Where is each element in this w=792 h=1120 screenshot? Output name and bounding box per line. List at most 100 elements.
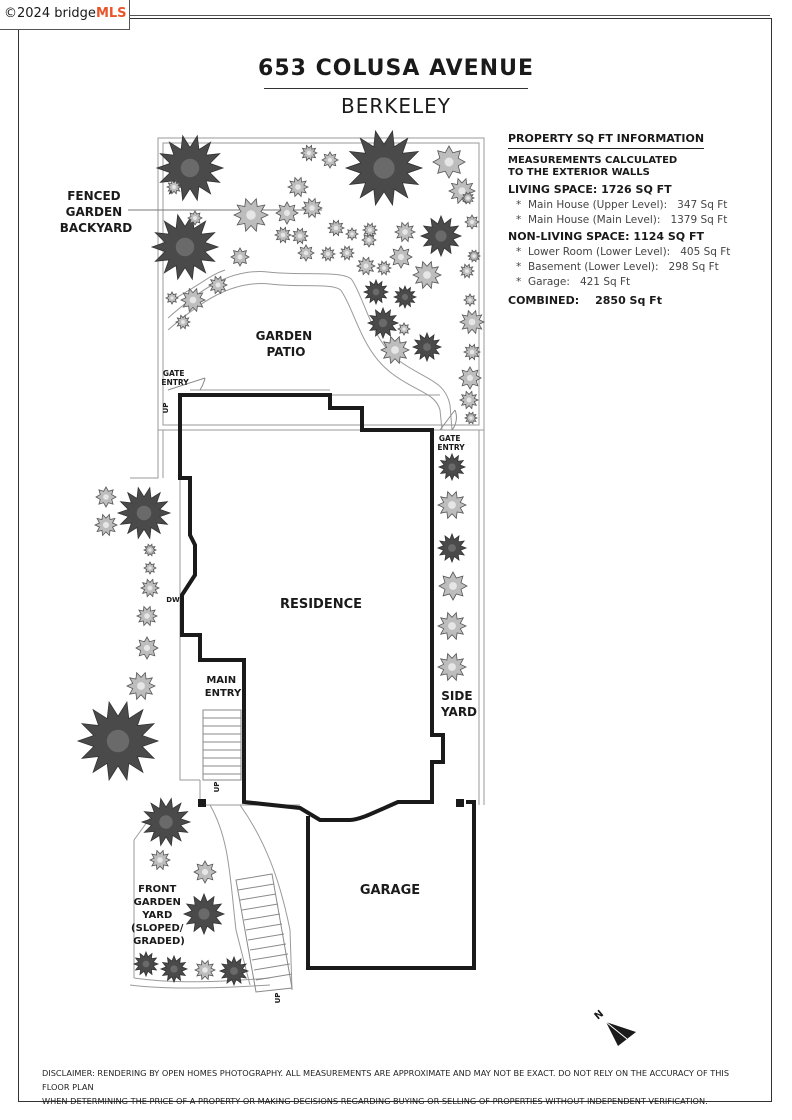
plant-icon-center [367, 238, 371, 242]
plant-icon-center [391, 346, 399, 354]
watermark-brand: MLS [95, 6, 127, 21]
plant-icon-center [303, 250, 309, 256]
plant-icon-center [469, 349, 475, 355]
nonliving-item-value: 421 Sq Ft [579, 276, 631, 288]
plant-icon-center [345, 251, 349, 255]
residence-label: RESIDENCE [280, 597, 362, 612]
plant-icon-center [444, 157, 454, 167]
nonliving-item-label: Basement (Lower Level): [527, 261, 659, 273]
plant-icon-center [327, 157, 333, 163]
front-yard-line: FRONT [138, 884, 176, 895]
plant-icon-center [350, 232, 354, 236]
disclaimer: DISCLAIMER: RENDERING BY OPEN HOMES PHOT… [42, 1066, 752, 1108]
plant-icon-center [423, 271, 431, 279]
sqft-info-panel: PROPERTY SQ FT INFORMATION MEASUREMENTS … [508, 132, 768, 307]
shrub-icon-center [170, 965, 178, 973]
plant-icon-center [181, 320, 185, 324]
watermark-rule [130, 15, 770, 16]
tree-icon-center [180, 158, 200, 178]
plant-icon-center [309, 205, 315, 211]
plant-icon-center [402, 229, 408, 235]
tree-icon-center [373, 157, 395, 179]
plant-icon-center [148, 548, 152, 552]
main-entry-stairs [202, 709, 242, 781]
front-garden-stairs [235, 873, 293, 993]
gate-label-line: ENTRY [161, 378, 189, 387]
sqft-note-line2: TO THE EXTERIOR WALLS [508, 167, 650, 178]
plant-icon-center [297, 233, 303, 239]
disclaimer-line2: WHEN DETERMINING THE PRICE OF A PROPERTY… [42, 1096, 708, 1106]
plant-icon-center [170, 296, 174, 300]
plant-icon-center [326, 252, 330, 256]
city-subtitle: BERKELEY [340, 94, 451, 118]
plant-icon-center [448, 622, 456, 630]
side-yard-label: SIDE YARD [440, 689, 477, 719]
nonliving-item-label: Lower Room (Lower Level): [527, 246, 671, 258]
up-label: UP [213, 782, 221, 793]
plant-icon-center [448, 501, 456, 509]
wall-post [456, 799, 464, 807]
shrub-icon-center [378, 318, 388, 328]
plant-icon-center [189, 296, 197, 304]
garage-walls [306, 800, 476, 970]
fenced-label-line: GARDEN [66, 205, 123, 219]
gate-label-line: GATE [163, 369, 185, 378]
plant-icon-center [466, 374, 474, 382]
fenced-garden-label: FENCED GARDEN BACKYARD [60, 189, 133, 235]
plant-icon-center [306, 150, 312, 156]
gate-entry-left-label: GATE ENTRY [161, 369, 189, 387]
plant-icon-center [202, 967, 208, 973]
sqft-note-line1: MEASUREMENTS CALCULATED [508, 155, 678, 166]
gate-entry-right-label: GATE ENTRY [437, 434, 465, 452]
page-title: 653 COLUSA AVENUE [258, 56, 534, 81]
plant-icon-center [143, 644, 151, 652]
plant-icon-center [193, 216, 197, 220]
shrub-icon-center [423, 343, 431, 351]
side-yard-line: SIDE [441, 689, 472, 703]
left-gate-icon [167, 377, 206, 391]
plant-icon-center [237, 254, 243, 260]
nonliving-item: * Basement (Lower Level):298 Sq Ft [516, 261, 719, 273]
plant-icon-center [458, 187, 466, 195]
title-rule [264, 88, 528, 89]
combined-value: 2850 Sq Ft [595, 294, 662, 307]
fenced-label-line: FENCED [67, 189, 120, 203]
living-item-label: Main House (Main Level): [527, 214, 661, 226]
watermark-prefix: ©2024 bridge [4, 6, 96, 21]
plant-icon-center [468, 318, 476, 326]
front-yard-line: GARDEN [134, 897, 181, 908]
living-item-value: 347 Sq Ft [677, 199, 728, 211]
main-entry-label: MAIN ENTRY [205, 675, 242, 699]
nonliving-item-value: 298 Sq Ft [668, 261, 719, 273]
shrub-icon-center [448, 463, 456, 471]
living-space-title: LIVING SPACE: 1726 SQ FT [508, 183, 672, 196]
patio-label-line: PATIO [267, 345, 306, 359]
dishwasher-label: DW [166, 596, 180, 604]
plant-icon-center [397, 253, 405, 261]
tree-icon-center [136, 505, 152, 521]
page-frame [18, 18, 772, 1102]
sqft-info-heading: PROPERTY SQ FT INFORMATION [508, 132, 705, 149]
side-yard-line: YARD [440, 705, 477, 719]
shrub-icon-center [372, 288, 380, 296]
plant-icon-center [469, 416, 473, 420]
plant-icon-center [448, 663, 456, 671]
patio-label-line: GARDEN [256, 329, 313, 343]
residence-walls [178, 393, 445, 822]
nonliving-item: * Lower Room (Lower Level):405 Sq Ft [516, 246, 731, 258]
shrub-icon-center [142, 960, 150, 968]
shrub-icon-center [401, 293, 409, 301]
disclaimer-line1: DISCLAIMER: RENDERING BY OPEN HOMES PHOT… [42, 1068, 730, 1092]
plant-icon-center [144, 613, 150, 619]
living-item-label: Main House (Upper Level): [527, 199, 668, 211]
plant-icon-center [157, 857, 163, 863]
watermark: ©2024 bridgeMLS [0, 0, 130, 30]
living-item: * Main House (Upper Level):347 Sq Ft [516, 199, 728, 211]
combined-total: COMBINED: 2850 Sq Ft [508, 294, 768, 307]
front-garden-label: FRONT GARDEN YARD (SLOPED/ GRADED) [131, 884, 187, 947]
garden-patio-label: GARDEN PATIO [256, 329, 317, 359]
north-label: N [593, 1008, 606, 1022]
plant-icon-center [215, 282, 221, 288]
plant-icon-center [449, 582, 457, 590]
combined-label: COMBINED: [508, 294, 580, 307]
